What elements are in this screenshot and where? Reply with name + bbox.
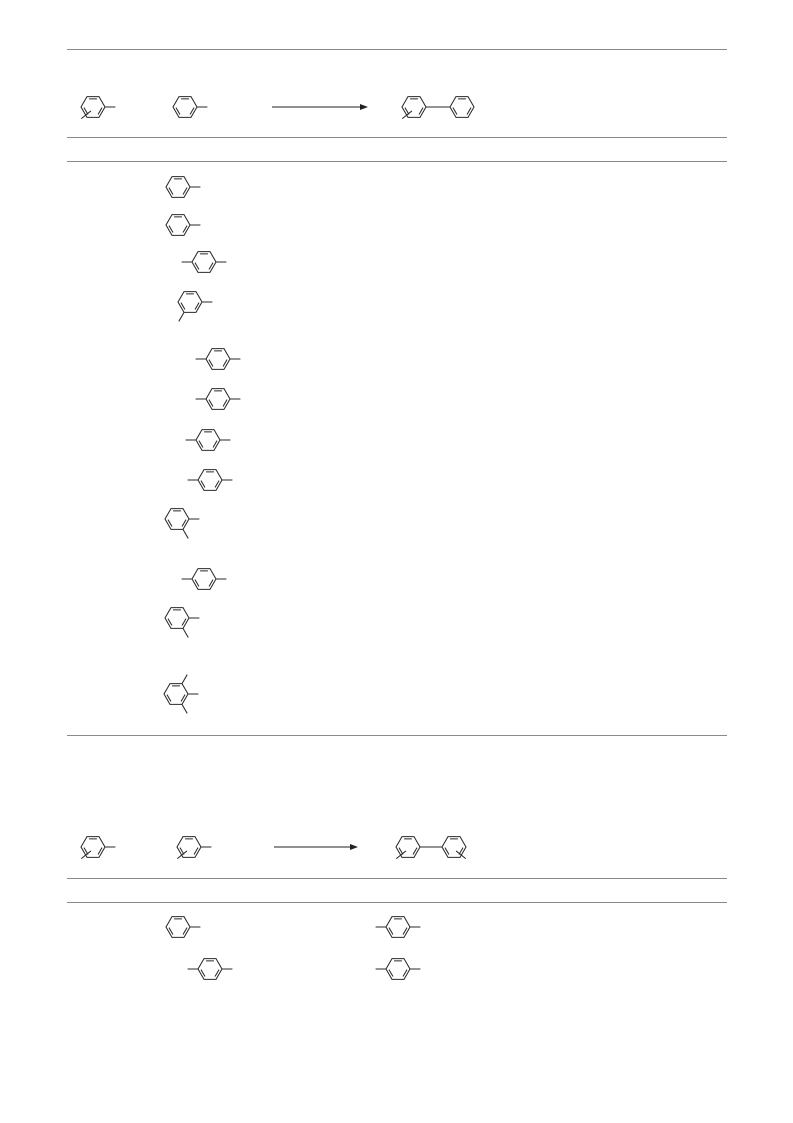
row3-p-xylene-structure (181, 251, 227, 273)
table2-row2-col-b-structure (375, 958, 421, 980)
row6-p-xylene-structure (195, 388, 241, 410)
table2-row1-col-a-structure (165, 916, 201, 938)
table1-bottom-rule (67, 735, 727, 736)
table2-row1-col-b-structure (375, 916, 421, 938)
table2-column-rule (67, 902, 727, 903)
top-rule (67, 49, 727, 50)
row7-p-xylene-structure (185, 429, 231, 451)
row11-o-xylene-structure (164, 607, 200, 638)
scheme2-product-biphenyl-structure (395, 836, 467, 859)
row1-tolyl-structure (165, 176, 201, 198)
row9-o-xylene-structure (164, 508, 200, 539)
row12-hemimellitene-structure (163, 674, 199, 714)
scheme2-reactant-2-structure (176, 836, 212, 859)
row10-p-xylene-structure (181, 568, 227, 590)
scheme1-reaction-arrow (272, 104, 368, 110)
scheme2-reaction-arrow (274, 844, 358, 850)
table1-header-rule (67, 137, 727, 138)
row2-tolyl-structure (165, 214, 201, 236)
scheme1-product-biphenyl-structure (401, 96, 475, 119)
row4-m-xylene-structure (177, 291, 213, 322)
table2-header-rule (67, 878, 727, 879)
row8-p-xylene-structure (187, 469, 233, 491)
table1-column-rule (67, 161, 727, 162)
scheme1-reactant-2-structure (172, 96, 208, 118)
table2-row2-col-a-structure (187, 958, 233, 980)
row5-p-xylene-structure (195, 348, 241, 370)
scheme2-reactant-1-structure (80, 836, 116, 859)
scheme1-reactant-1-structure (80, 96, 116, 119)
